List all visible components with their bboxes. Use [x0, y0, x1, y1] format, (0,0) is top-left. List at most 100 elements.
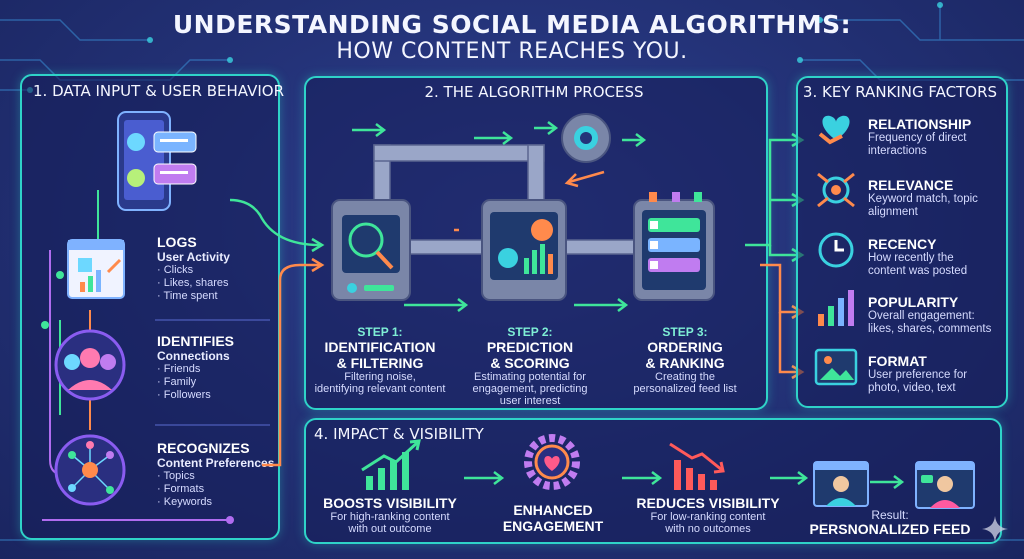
- panel4-heading: 4. IMPACT & VISIBILITY: [314, 425, 484, 443]
- step2-number: STEP 2:: [507, 325, 553, 339]
- recognizes-group: RECOGNIZES Content Preferences · Topics …: [157, 440, 275, 508]
- factor-format-desc2: photo, video, text: [868, 382, 956, 394]
- factor-recency-desc1: How recently the: [868, 252, 954, 264]
- factor-recency-desc2: content was posted: [868, 265, 968, 277]
- result-title: PERSNONALIZED FEED: [809, 521, 971, 537]
- image-icon: [814, 348, 858, 386]
- step1-number: STEP 1:: [357, 325, 403, 339]
- ranking-machine: [633, 192, 715, 301]
- main-title-line1: UNDERSTANDING SOCIAL MEDIA ALGORITHMS:: [172, 10, 852, 39]
- boosts-visibility-title: BOOSTS VISIBILITY: [323, 495, 457, 511]
- step3-desc-line2: personalized feed list: [633, 383, 737, 395]
- bar-chart-icon: [818, 290, 854, 326]
- clock-icon: [818, 232, 854, 268]
- panel2-heading: 2. THE ALGORITHM PROCESS: [424, 83, 644, 101]
- recognizes-bullet: Topics: [163, 470, 195, 482]
- main-title-line2: HOW CONTENT REACHES YOU.: [336, 39, 688, 64]
- enhanced-engagement-block: ENHANCED ENGAGEMENT: [478, 502, 628, 534]
- step2-title-line2: & SCORING: [490, 355, 570, 371]
- result-block: Result: PERSNONALIZED FEED: [802, 509, 978, 537]
- smartphone-icon: [117, 111, 197, 211]
- factor-popularity-desc2: likes, shares, comments: [868, 323, 992, 335]
- logs-group: LOGS User Activity · Clicks · Likes, sha…: [157, 234, 272, 303]
- step1-desc-line1: Filtering noise,: [344, 371, 416, 383]
- rising-chart-icon: [361, 439, 421, 490]
- activity-log-icon: [67, 239, 125, 299]
- step1-title-line2: & FILTERING: [336, 355, 424, 371]
- step1-title-line1: IDENTIFICATION: [324, 339, 436, 355]
- factor-relationship: RELATIONSHIP Frequency of direct interac…: [868, 116, 1002, 158]
- recognizes-bullet: Keywords: [163, 496, 213, 508]
- identifies-title: IDENTIFIES: [157, 333, 235, 349]
- reduces-visibility-title: REDUCES VISIBILITY: [636, 495, 780, 511]
- logs-title: LOGS: [157, 234, 197, 250]
- scoring-machine: [481, 199, 567, 301]
- enhanced-engagement-title-line1: ENHANCED: [513, 502, 593, 518]
- factor-relevance-desc2: alignment: [868, 206, 918, 218]
- sparkle-icon: [982, 516, 1008, 542]
- result-label: Result:: [871, 508, 909, 522]
- step1-desc-line2: identifying relevant content: [314, 383, 446, 395]
- boosts-visibility-block: BOOSTS VISIBILITY For high-ranking conte…: [310, 495, 470, 535]
- step2-desc-line2: engagement, predicting: [472, 383, 588, 395]
- panel1-illustration: [41, 111, 270, 524]
- identifies-bullet: Family: [163, 376, 197, 388]
- algorithm-machines-illustration: [331, 113, 715, 312]
- identifies-group: IDENTIFIES Connections · Friends · Famil…: [157, 333, 272, 402]
- factor-relationship-desc2: interactions: [868, 145, 927, 157]
- impact-illustration: [361, 434, 975, 509]
- factor-format-desc1: User preference for: [868, 369, 968, 381]
- boosts-visibility-desc1: For high-ranking content: [330, 511, 450, 523]
- identifies-bullet: Followers: [163, 389, 211, 401]
- feed-card-after: [915, 461, 975, 509]
- engagement-gear-heart-icon: [524, 434, 580, 490]
- factor-relationship-title: RELATIONSHIP: [868, 116, 972, 132]
- boosts-visibility-desc2: with out outcome: [348, 523, 432, 535]
- recognizes-bullet: Formats: [163, 483, 205, 495]
- factor-relevance: RELEVANCE Keyword match, topic alignment: [868, 177, 1002, 219]
- step2-desc-line1: Estimating potential for: [474, 371, 586, 383]
- falling-chart-icon: [669, 442, 725, 490]
- step1-block: STEP 1: IDENTIFICATION & FILTERING Filte…: [310, 325, 450, 395]
- logs-subtitle: User Activity: [157, 250, 230, 264]
- target-arrows-icon: [817, 172, 855, 208]
- identifies-bullet: Friends: [163, 363, 201, 375]
- enhanced-engagement-title-line2: ENGAGEMENT: [502, 518, 604, 534]
- factor-relevance-title: RELEVANCE: [868, 177, 954, 193]
- factor-recency: RECENCY How recently the content was pos…: [868, 236, 1002, 278]
- step2-title-line1: PREDICTION: [486, 339, 574, 355]
- content-preferences-icon: [54, 434, 126, 506]
- gear-icon: [561, 113, 611, 163]
- factor-format: FORMAT User preference for photo, video,…: [868, 353, 1002, 395]
- factor-format-title: FORMAT: [868, 353, 927, 369]
- handshake-heart-icon: [818, 115, 850, 145]
- reduces-visibility-desc1: For low-ranking content: [650, 511, 766, 523]
- panel3-heading: 3. KEY RANKING FACTORS: [802, 83, 998, 101]
- step3-title-line1: ORDERING: [647, 339, 723, 355]
- step3-title-line2: & RANKING: [645, 355, 725, 371]
- logs-bullet: Time spent: [163, 290, 218, 302]
- step2-block: STEP 2: PREDICTION & SCORING Estimating …: [455, 325, 605, 407]
- step3-block: STEP 3: ORDERING & RANKING Creating the …: [615, 325, 755, 395]
- recognizes-title: RECOGNIZES: [157, 440, 250, 456]
- reduces-visibility-desc2: with no outcomes: [665, 523, 751, 535]
- factor-popularity-desc1: Overall engagement:: [868, 310, 975, 322]
- step2-desc-line3: user interest: [499, 395, 561, 407]
- connections-group-icon: [54, 329, 126, 401]
- recognizes-subtitle: Content Preferences: [157, 456, 275, 470]
- filtering-machine: [331, 199, 411, 301]
- feed-card-before: [813, 461, 869, 507]
- step3-number: STEP 3:: [662, 325, 708, 339]
- logs-bullet: Likes, shares: [163, 277, 229, 289]
- factor-recency-title: RECENCY: [868, 236, 937, 252]
- factor-popularity-title: POPULARITY: [868, 294, 959, 310]
- reduces-visibility-block: REDUCES VISIBILITY For low-ranking conte…: [628, 495, 788, 535]
- step3-desc-line1: Creating the: [655, 371, 715, 383]
- panel1-heading: 1. DATA INPUT & USER BEHAVIOR: [33, 82, 284, 100]
- factor-popularity: POPULARITY Overall engagement: likes, sh…: [868, 294, 1002, 336]
- ranking-factor-icons: [814, 115, 858, 386]
- identifies-subtitle: Connections: [157, 349, 230, 363]
- factor-relationship-desc1: Frequency of direct: [868, 132, 967, 144]
- factor-relevance-desc1: Keyword match, topic: [868, 193, 978, 205]
